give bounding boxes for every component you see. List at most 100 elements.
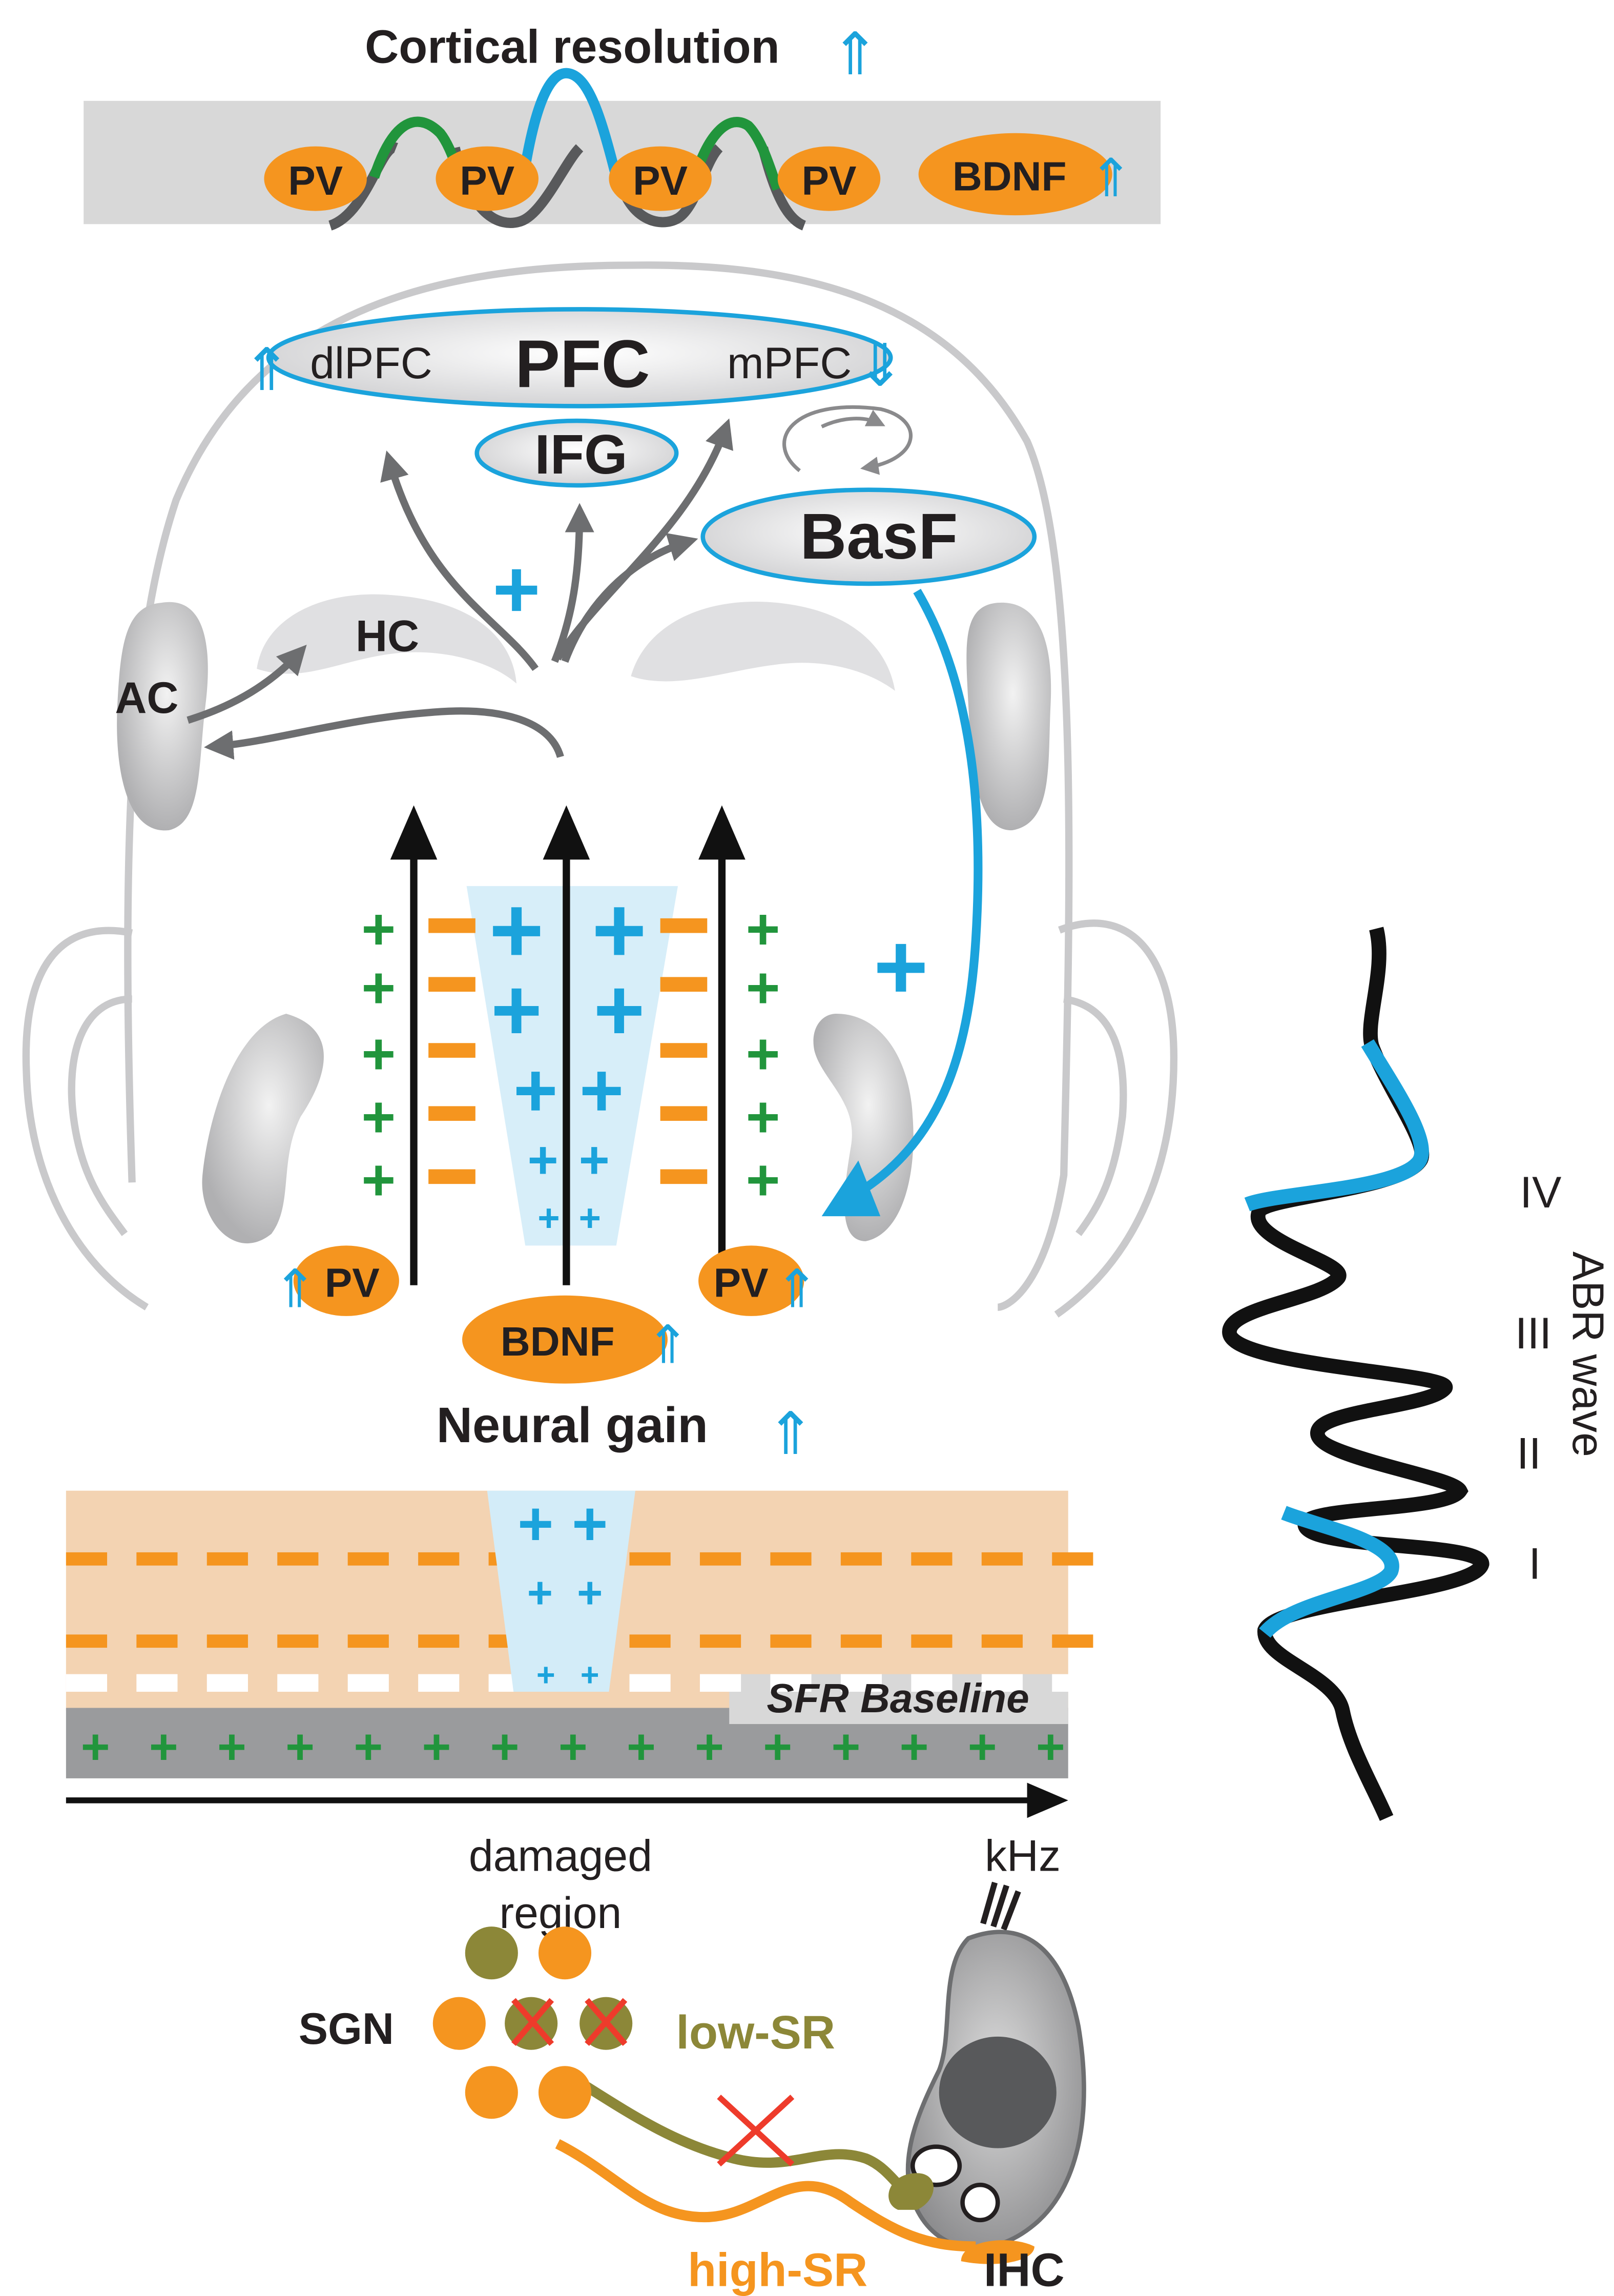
orange-dash xyxy=(347,1552,389,1566)
green-plus: + xyxy=(746,1021,780,1086)
baseline-plus-row: +++++++++++++++ xyxy=(81,1718,1065,1774)
sgn-cell-low-sr-1 xyxy=(465,1926,518,1980)
damaged-region-trapezoid xyxy=(487,1490,635,1692)
cortical-wave-gray xyxy=(328,142,806,231)
high-sr-label: high-SR xyxy=(688,2244,867,2296)
white-dash xyxy=(206,1674,248,1692)
white-dash xyxy=(136,1674,178,1692)
green-plus: + xyxy=(361,1147,396,1213)
left-subcortical-blob xyxy=(202,1013,324,1244)
orange-dash xyxy=(981,1634,1023,1648)
orange-minus xyxy=(428,1043,475,1058)
pv-cortex-3-label: PV xyxy=(633,157,688,203)
green-plus: + xyxy=(627,1718,656,1774)
green-plus: + xyxy=(763,1718,792,1774)
orange-dash xyxy=(206,1634,248,1648)
khz-axis-label: kHz xyxy=(985,1831,1061,1880)
green-plus: + xyxy=(1036,1718,1065,1774)
pfc-label: PFC xyxy=(515,326,650,401)
ihc-stereocilia xyxy=(980,1881,1021,1931)
green-plus: + xyxy=(361,1021,396,1086)
orange-dash xyxy=(347,1634,389,1648)
cyan-plus: + xyxy=(592,877,647,982)
pv-brainstem-right xyxy=(698,1245,804,1316)
cyan-plus: + xyxy=(581,1657,599,1693)
brainstem-left-plus-column: +++++ xyxy=(361,896,396,1213)
ascending-pathway-center-arrowhead xyxy=(543,805,590,860)
right-subcortical-blob xyxy=(813,1013,914,1241)
cyan-plus: + xyxy=(580,1047,624,1133)
orange-dash xyxy=(277,1634,319,1648)
abr-wave-i-label: I xyxy=(1528,1539,1541,1588)
green-plus: + xyxy=(746,896,780,962)
green-plus: + xyxy=(149,1718,178,1774)
white-dash xyxy=(840,1674,882,1692)
sgn-cell-high-sr-4 xyxy=(538,2066,592,2119)
orange-minus xyxy=(660,977,708,992)
neural-gain-title: Neural gain xyxy=(437,1397,708,1453)
green-plus: + xyxy=(695,1718,724,1774)
orange-dash xyxy=(136,1552,178,1566)
gain-trapezoid xyxy=(466,886,678,1246)
orange-dash xyxy=(418,1552,460,1566)
dlpfc-label: dlPFC xyxy=(310,339,432,388)
abr-wave-axis-label: ABR wave xyxy=(1563,1252,1612,1457)
cyan-plus: + xyxy=(537,1197,560,1239)
brainstem-left-minus-column xyxy=(428,918,475,1184)
white-dash xyxy=(629,1674,671,1692)
ifg-label: IFG xyxy=(534,423,627,486)
hippocampus-auditory-group: HC AC xyxy=(115,612,564,760)
cyan-plus: + xyxy=(489,877,544,982)
dlpfc-up-arrow-icon: ⇑ xyxy=(242,337,292,403)
right-hippocampus xyxy=(631,601,895,691)
orange-minus xyxy=(660,918,708,933)
frequency-axis-arrowhead xyxy=(1027,1782,1068,1818)
ifg-region xyxy=(474,418,679,488)
orange-dash xyxy=(277,1552,319,1566)
green-plus: + xyxy=(361,955,396,1021)
brainstem-to-ac-arrow xyxy=(204,707,564,760)
cyan-plus: + xyxy=(491,961,542,1059)
green-plus: + xyxy=(746,1147,780,1213)
basf-descending-arrowhead xyxy=(821,1160,881,1217)
basf-label: BasF xyxy=(800,500,958,572)
orange-dash xyxy=(699,1552,741,1566)
orange-dash xyxy=(66,1634,108,1648)
loop-return-arrow xyxy=(821,409,885,428)
bdnf-cortex-label: BDNF xyxy=(953,153,1067,199)
white-dash xyxy=(418,1674,460,1692)
white-dash xyxy=(981,1674,1023,1692)
basf-descending-arrow xyxy=(849,588,983,1201)
abr-trace-cyan-upper xyxy=(1244,1039,1429,1212)
cyan-plus: + xyxy=(513,1047,558,1133)
mpfc-label: mPFC xyxy=(727,339,852,388)
hc-to-dlpfc-arrow xyxy=(380,450,539,671)
green-plus: + xyxy=(746,955,780,1021)
pv-cortex-3 xyxy=(609,146,712,211)
hc-to-ifg-arrow xyxy=(551,503,594,663)
basf-region xyxy=(700,487,1037,586)
green-plus: + xyxy=(900,1718,929,1774)
damaged-region-label-line1: damaged xyxy=(469,1831,652,1880)
pv-cortex-4-label: PV xyxy=(801,157,856,203)
inhibition-dash-row-1 xyxy=(66,1552,1093,1566)
ihc-label: IHC xyxy=(984,2244,1065,2296)
orange-dash xyxy=(1052,1552,1093,1566)
abr-trace-cyan-lower xyxy=(1259,1506,1399,1638)
pv-cortex-4 xyxy=(777,146,881,211)
white-dash xyxy=(347,1674,389,1692)
pv-cortex-1 xyxy=(264,146,367,211)
orange-dash xyxy=(770,1552,812,1566)
sgn-cell-high-sr-1 xyxy=(538,1926,592,1980)
high-sr-terminal xyxy=(961,2240,1034,2264)
pv-brainstem-right-up-arrow-icon: ⇑ xyxy=(775,1260,819,1319)
frequency-gain-plus-signs: ++++++ xyxy=(518,1490,608,1693)
cyan-plus: + xyxy=(577,1569,603,1618)
hc-label: HC xyxy=(356,612,419,661)
cyan-plus: + xyxy=(579,1131,610,1190)
brainstem-right-plus-column: +++++ xyxy=(746,896,780,1213)
ac-to-hc-arrow xyxy=(187,644,307,724)
cortical-band-group: Cortical resolution ⇑ PV PV PV PV BDNF ⇑ xyxy=(84,20,1161,231)
white-dash xyxy=(770,1674,812,1692)
